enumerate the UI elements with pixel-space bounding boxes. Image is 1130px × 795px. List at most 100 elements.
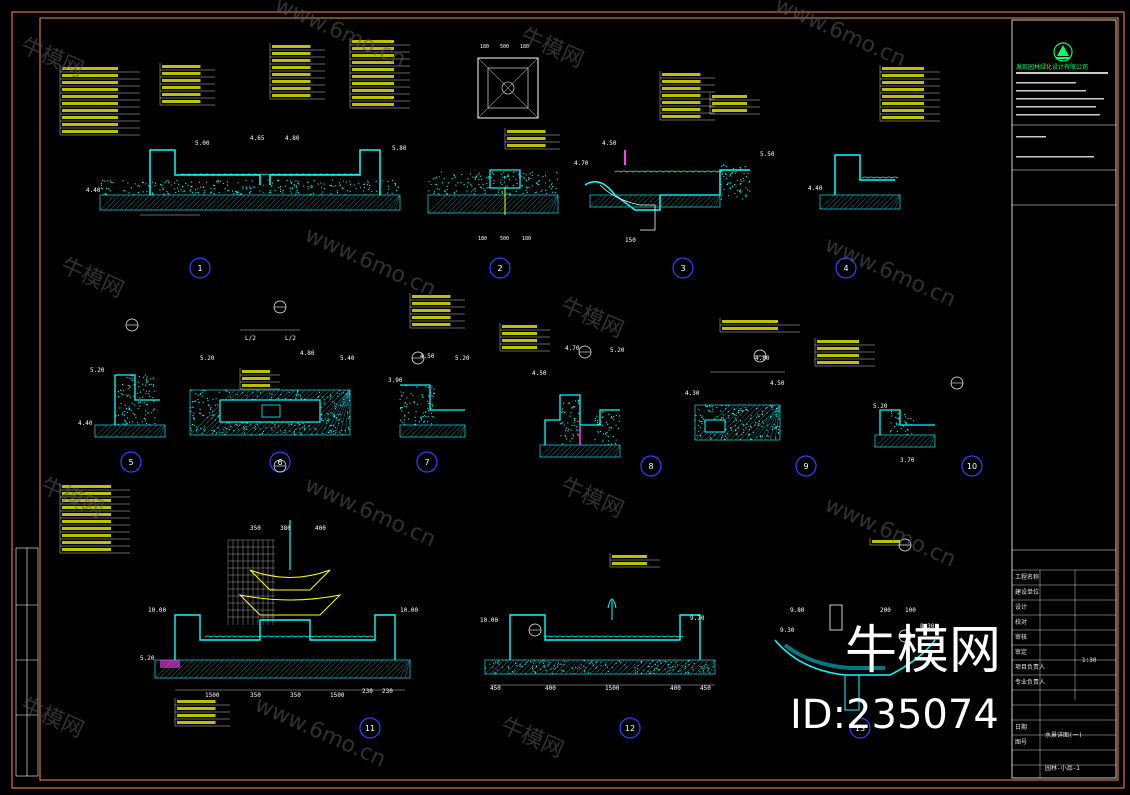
detail-number: 2 bbox=[497, 264, 502, 273]
note-text-line bbox=[62, 527, 111, 530]
note-text-line bbox=[722, 327, 778, 330]
detail-number: 3 bbox=[680, 264, 685, 273]
dim-label: 4.80 bbox=[285, 135, 300, 142]
note-text-line bbox=[62, 123, 118, 126]
note-text-line bbox=[352, 68, 394, 71]
note-text-line bbox=[242, 384, 270, 387]
sheet-scale: 1:30 bbox=[1082, 657, 1096, 664]
drawing-title: 水景详图(一) bbox=[1045, 730, 1082, 739]
note-text-line bbox=[177, 707, 216, 710]
title-block-row-label: 审核 bbox=[1015, 632, 1027, 641]
note-text-line bbox=[272, 80, 311, 83]
detail-number: 8 bbox=[648, 462, 653, 471]
dim-label: 500 bbox=[500, 236, 509, 242]
dim-label: 4.70 bbox=[574, 160, 589, 167]
note-text-line bbox=[272, 52, 311, 55]
dim-label: 4.40 bbox=[808, 185, 823, 192]
note-text-line bbox=[62, 88, 118, 91]
note-text-line bbox=[507, 144, 546, 147]
note-text-line bbox=[662, 80, 701, 83]
note-text-line bbox=[352, 75, 394, 78]
dim-label: 9.30 bbox=[780, 627, 795, 634]
dim-label: 5.20 bbox=[455, 355, 470, 362]
dim-label: 400 bbox=[545, 685, 556, 692]
note-text-line bbox=[817, 354, 859, 357]
note-text-line bbox=[162, 65, 201, 68]
note-text-line bbox=[412, 309, 451, 312]
note-text-line bbox=[272, 87, 311, 90]
detail-number: 7 bbox=[424, 458, 429, 467]
note-text-line bbox=[352, 89, 394, 92]
note-text-line bbox=[662, 115, 701, 118]
note-text-line bbox=[412, 316, 451, 319]
detail-number: 5 bbox=[128, 458, 133, 467]
note-text-line bbox=[177, 700, 216, 703]
title-block-row-label: 专业负责人 bbox=[1015, 677, 1045, 686]
dim-label: 5.20 bbox=[873, 403, 888, 410]
note-text-line bbox=[662, 94, 701, 97]
dim-label: 4.50 bbox=[602, 140, 617, 147]
dim-label: 4.65 bbox=[250, 135, 265, 142]
title-block-row-label: 建设单位 bbox=[1015, 587, 1039, 596]
dim-label: 450 bbox=[490, 685, 501, 692]
note-text-line bbox=[352, 96, 394, 99]
dim-label: 10.00 bbox=[148, 607, 166, 614]
dim-label: 5.20 bbox=[140, 655, 155, 662]
dim-label: 180 bbox=[478, 236, 487, 242]
dim-label: 9.70 bbox=[690, 615, 705, 622]
dim-label: 180 bbox=[522, 236, 531, 242]
dim-label: 1500 bbox=[205, 692, 220, 699]
company-name: 发现园林绿化设计有限公司 bbox=[1016, 62, 1088, 71]
title-block-row-label: 设计 bbox=[1015, 602, 1027, 611]
note-text-line bbox=[272, 45, 311, 48]
dim-label: 4.40 bbox=[86, 187, 101, 194]
dim-label: 5.20 bbox=[610, 347, 625, 354]
note-text-line bbox=[177, 721, 216, 724]
title-block-row-label: 项目负责人 bbox=[1015, 662, 1045, 671]
dim-label: 9.80 bbox=[790, 607, 805, 614]
note-text-line bbox=[62, 109, 118, 112]
detail-number: 9 bbox=[803, 462, 808, 471]
dim-label: 180 bbox=[480, 44, 489, 50]
note-text-line bbox=[502, 346, 537, 349]
note-text-line bbox=[712, 102, 747, 105]
note-text-line bbox=[507, 137, 546, 140]
note-text-line bbox=[177, 714, 216, 717]
dim-label: 450 bbox=[700, 685, 711, 692]
note-text-line bbox=[507, 130, 546, 133]
detail-number: 6 bbox=[277, 458, 282, 467]
note-text-line bbox=[817, 340, 859, 343]
detail-number: 10 bbox=[967, 462, 977, 471]
note-text-line bbox=[612, 555, 647, 558]
note-text-line bbox=[882, 109, 924, 112]
note-text-line bbox=[662, 87, 701, 90]
note-text-line bbox=[272, 59, 311, 62]
note-text-line bbox=[662, 73, 701, 76]
detail-number: 1 bbox=[197, 264, 202, 273]
note-text-line bbox=[882, 116, 924, 119]
dim-label: 400 bbox=[315, 525, 326, 532]
note-text-line bbox=[662, 101, 701, 104]
note-text-line bbox=[412, 302, 451, 305]
note-text-line bbox=[612, 562, 647, 565]
note-text-line bbox=[722, 320, 778, 323]
dim-label: 4.50 bbox=[770, 380, 785, 387]
dim-label: 4.30 bbox=[685, 390, 700, 397]
note-text-line bbox=[712, 95, 747, 98]
watermark-brand-large: 牛模网 bbox=[845, 608, 1001, 683]
title-block-row-label: 校对 bbox=[1015, 617, 1027, 626]
note-text-line bbox=[712, 109, 747, 112]
note-text-line bbox=[412, 323, 451, 326]
dim-label: 1500 bbox=[330, 692, 345, 699]
dim-label: 5.20 bbox=[90, 367, 105, 374]
dim-label: 350 bbox=[290, 692, 301, 699]
detail-number: 12 bbox=[625, 724, 635, 733]
dim-label: 5.40 bbox=[340, 355, 355, 362]
note-text-line bbox=[162, 86, 201, 89]
dim-label: 3.70 bbox=[900, 457, 915, 464]
detail-number: 11 bbox=[365, 724, 375, 733]
note-text-line bbox=[882, 74, 924, 77]
title-block-row-label: 日期 bbox=[1015, 722, 1027, 731]
dim-label: 5.80 bbox=[392, 145, 407, 152]
note-text-line bbox=[272, 73, 311, 76]
